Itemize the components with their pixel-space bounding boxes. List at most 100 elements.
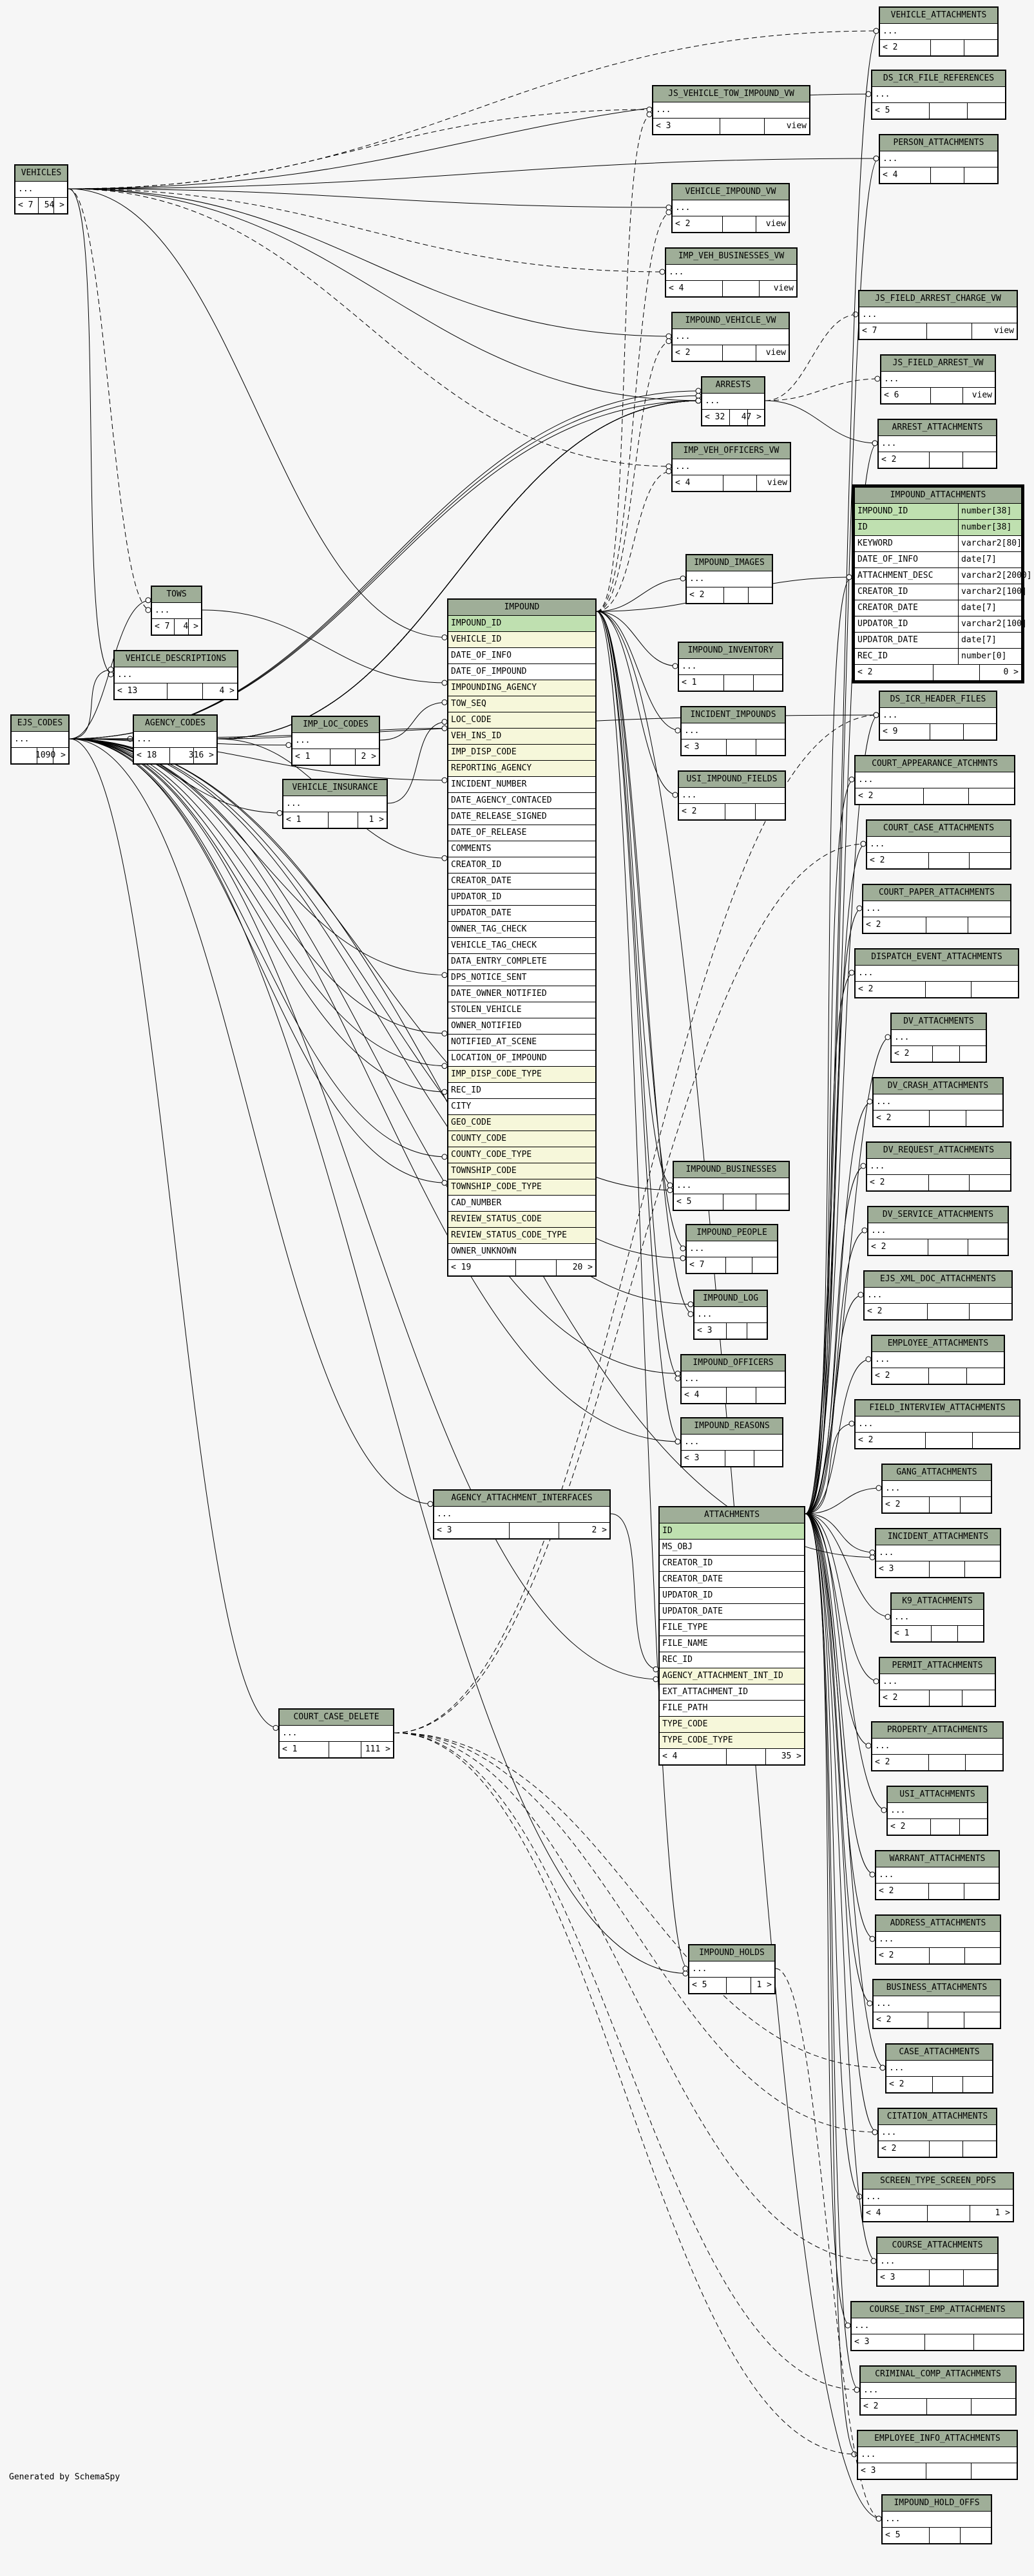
table-court-case-attachments[interactable]: COURT_CASE_ATTACHMENTS...< 2 [866, 819, 1011, 870]
table-court-paper-attachments[interactable]: COURT_PAPER_ATTACHMENTS...< 2 [862, 884, 1011, 934]
table-impound-log[interactable]: IMPOUND_LOG...< 3 [693, 1290, 768, 1340]
column-agency-attachment-int-id[interactable]: AGENCY_ATTACHMENT_INT_ID [660, 1668, 804, 1684]
table-name[interactable]: GANG_ATTACHMENTS [883, 1465, 991, 1481]
column-rec-id[interactable]: REC_ID [660, 1652, 804, 1668]
table-name[interactable]: EMPLOYEE_ATTACHMENTS [872, 1336, 1004, 1352]
column-comments[interactable]: COMMENTS [448, 841, 595, 857]
column-stolen-vehicle[interactable]: STOLEN_VEHICLE [448, 1002, 595, 1018]
table-impound-people[interactable]: IMPOUND_PEOPLE...< 7 [685, 1224, 778, 1274]
column-data-entry-complete[interactable]: DATA_ENTRY_COMPLETE [448, 954, 595, 970]
table-name[interactable]: IMPOUND_IMAGES [687, 555, 772, 571]
column-imp-disp-code-type[interactable]: IMP_DISP_CODE_TYPE [448, 1067, 595, 1083]
column-reporting-agency[interactable]: REPORTING_AGENCY [448, 761, 595, 777]
table-name[interactable]: INCIDENT_ATTACHMENTS [876, 1529, 1000, 1545]
table-ds-icr-header-files[interactable]: DS_ICR_HEADER_FILES...< 9 [879, 691, 997, 741]
column-loc-code[interactable]: LOC_CODE [448, 712, 595, 729]
table-name[interactable]: PERSON_ATTACHMENTS [880, 135, 997, 151]
table-name[interactable]: IMPOUND_ATTACHMENTS [855, 488, 1021, 504]
column-county-code[interactable]: COUNTY_CODE [448, 1131, 595, 1147]
column-ext-attachment-id[interactable]: EXT_ATTACHMENT_ID [660, 1684, 804, 1701]
table-name[interactable]: EMPLOYEE_INFO_ATTACHMENTS [858, 2431, 1017, 2447]
column-date-of-release[interactable]: DATE_OF_RELEASE [448, 825, 595, 841]
table-person-attachments[interactable]: PERSON_ATTACHMENTS...< 4 [879, 134, 999, 184]
table-dv-service-attachments[interactable]: DV_SERVICE_ATTACHMENTS...< 2 [867, 1206, 1009, 1256]
table-name[interactable]: DISPATCH_EVENT_ATTACHMENTS [856, 949, 1018, 966]
table-name[interactable]: JS_FIELD_ARREST_VW [881, 356, 995, 372]
column-date-agency-contaced[interactable]: DATE_AGENCY_CONTACED [448, 793, 595, 809]
column-creator-date[interactable]: CREATOR_DATE [448, 873, 595, 890]
table-name[interactable]: SCREEN_TYPE_SCREEN_PDFS [863, 2173, 1013, 2190]
table-name[interactable]: IMP_VEH_BUSINESSES_VW [666, 249, 796, 265]
column-cad-number[interactable]: CAD_NUMBER [448, 1196, 595, 1212]
table-name[interactable]: VEHICLE_ATTACHMENTS [880, 8, 997, 24]
column-review-status-code-type[interactable]: REVIEW_STATUS_CODE_TYPE [448, 1228, 595, 1244]
table-name[interactable]: PROPERTY_ATTACHMENTS [872, 1722, 1002, 1739]
table-name[interactable]: DV_REQUEST_ATTACHMENTS [867, 1143, 1010, 1159]
table-name[interactable]: EJS_XML_DOC_ATTACHMENTS [865, 1272, 1011, 1288]
table-name[interactable]: ADDRESS_ATTACHMENTS [876, 1916, 1000, 1932]
table-name[interactable]: JS_VEHICLE_TOW_IMPOUND_VW [653, 86, 809, 102]
table-name[interactable]: IMPOUND_REASONS [682, 1418, 782, 1435]
column-vehicle-tag-check[interactable]: VEHICLE_TAG_CHECK [448, 938, 595, 954]
column-review-status-code[interactable]: REVIEW_STATUS_CODE [448, 1212, 595, 1228]
table-property-attachments[interactable]: PROPERTY_ATTACHMENTS...< 2 [871, 1721, 1004, 1771]
column-owner-tag-check[interactable]: OWNER_TAG_CHECK [448, 922, 595, 938]
column-type-code-type[interactable]: TYPE_CODE_TYPE [660, 1733, 804, 1749]
table-permit-attachments[interactable]: PERMIT_ATTACHMENTS...< 2 [879, 1657, 996, 1707]
table-name[interactable]: IMPOUND [448, 600, 595, 616]
table-citation-attachments[interactable]: CITATION_ATTACHMENTS...< 2 [877, 2108, 997, 2158]
column-file-type[interactable]: FILE_TYPE [660, 1620, 804, 1636]
table-name[interactable]: VEHICLE_INSURANCE [283, 780, 387, 796]
table-name[interactable]: DS_ICR_FILE_REFERENCES [872, 71, 1005, 87]
table-name[interactable]: FIELD_INTERVIEW_ATTACHMENTS [856, 1400, 1019, 1417]
table-name[interactable]: EJS_CODES [12, 716, 68, 732]
table-name[interactable]: ARREST_ATTACHMENTS [879, 420, 996, 436]
table-name[interactable]: IMP_LOC_CODES [292, 717, 379, 733]
table-name[interactable]: DV_SERVICE_ATTACHMENTS [868, 1207, 1008, 1223]
table-impound-businesses[interactable]: IMPOUND_BUSINESSES...< 5 [673, 1161, 790, 1211]
table-name[interactable]: AGENCY_CODES [134, 716, 216, 732]
column-date-of-impound[interactable]: DATE_OF_IMPOUND [448, 664, 595, 680]
table-name[interactable]: IMPOUND_INVENTORY [679, 643, 782, 659]
table-name[interactable]: COURT_CASE_ATTACHMENTS [867, 821, 1010, 837]
column-updator-id[interactable]: UPDATOR_ID [660, 1588, 804, 1604]
column-file-path[interactable]: FILE_PATH [660, 1701, 804, 1717]
table-address-attachments[interactable]: ADDRESS_ATTACHMENTS...< 2 [875, 1914, 1001, 1965]
table-name[interactable]: DS_ICR_HEADER_FILES [880, 692, 996, 708]
table-name[interactable]: TOWS [152, 587, 201, 603]
table-case-attachments[interactable]: CASE_ATTACHMENTS...< 2 [885, 2043, 993, 2094]
column-owner-unknown[interactable]: OWNER_UNKNOWN [448, 1244, 595, 1260]
table-incident-attachments[interactable]: INCIDENT_ATTACHMENTS...< 3 [875, 1528, 1001, 1578]
table-impound-images[interactable]: IMPOUND_IMAGES...< 2 [685, 554, 773, 604]
column-rec-id[interactable]: REC_ID [448, 1083, 595, 1099]
table-name[interactable]: IMPOUND_HOLD_OFFS [883, 2495, 991, 2512]
column-tow-seq[interactable]: TOW_SEQ [448, 696, 595, 712]
table-dv-attachments[interactable]: DV_ATTACHMENTS...< 2 [890, 1013, 987, 1063]
table-business-attachments[interactable]: BUSINESS_ATTACHMENTS...< 2 [872, 1979, 1001, 2029]
column-date-release-signed[interactable]: DATE_RELEASE_SIGNED [448, 809, 595, 825]
column-impounding-agency[interactable]: IMPOUNDING_AGENCY [448, 680, 595, 696]
table-name[interactable]: BUSINESS_ATTACHMENTS [874, 1980, 1000, 1996]
column-imp-disp-code[interactable]: IMP_DISP_CODE [448, 745, 595, 761]
table-name[interactable]: COURSE_ATTACHMENTS [877, 2238, 997, 2254]
table-dv-request-attachments[interactable]: DV_REQUEST_ATTACHMENTS...< 2 [866, 1141, 1011, 1192]
column-id[interactable]: ID [660, 1523, 804, 1540]
table-name[interactable]: PERMIT_ATTACHMENTS [880, 1658, 995, 1674]
table-name[interactable]: INCIDENT_IMPOUNDS [682, 707, 785, 723]
